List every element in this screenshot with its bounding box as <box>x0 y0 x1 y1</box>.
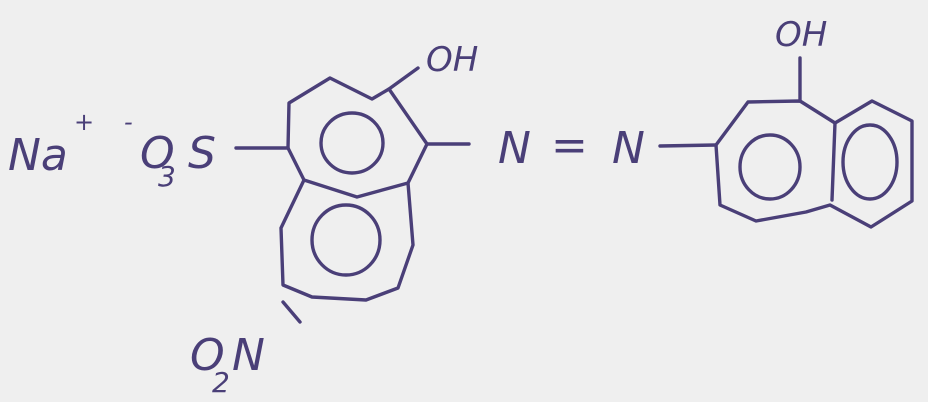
sulfonate-charge: - <box>124 108 133 136</box>
hydroxyl-right-label: OH <box>775 15 827 55</box>
azo-double-bond: = <box>551 120 588 171</box>
azo-nitrogen-left: N <box>498 123 531 174</box>
right-naphthalene <box>714 99 914 229</box>
left-naphthalene-lower-ring <box>279 178 415 302</box>
sulfonate-sulfur: S <box>188 128 216 179</box>
nitro-nitrogen: N <box>232 330 265 381</box>
left-naphthalene-upper-ring <box>286 76 429 199</box>
nitro-oxygen: O <box>190 330 225 381</box>
sulfonate-oxygen-count: 3 <box>158 160 176 193</box>
counter-ion-label: Na <box>8 130 68 181</box>
hydroxyl-upper-left-label: OH <box>426 40 478 80</box>
nitro-oxygen-count: 2 <box>212 366 230 399</box>
bond-azo-to-naphthyl <box>658 143 718 148</box>
azo-nitrogen-right: N <box>612 123 645 174</box>
sulfonate-oxygen: O <box>140 128 175 179</box>
counter-ion-charge: + <box>74 108 94 136</box>
bond-nitro <box>281 300 302 324</box>
bond-oh-upper <box>387 66 420 91</box>
